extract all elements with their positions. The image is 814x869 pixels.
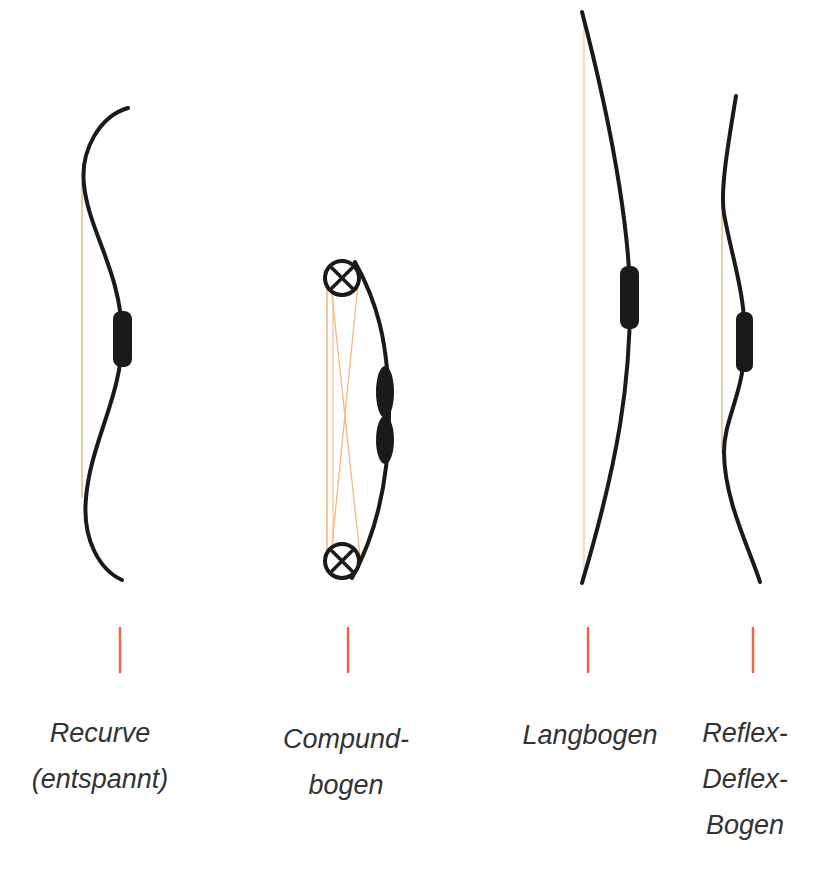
grip — [620, 266, 639, 329]
grip — [113, 311, 132, 367]
bow-label: Langbogen — [522, 712, 657, 758]
grip — [376, 366, 394, 418]
tick-marks — [120, 628, 753, 672]
grip — [736, 312, 753, 372]
bow-string — [721, 214, 723, 452]
cable — [332, 284, 333, 556]
reflex-deflex-bow — [723, 96, 760, 582]
cam-cross — [332, 268, 352, 288]
bow-string — [326, 282, 328, 558]
bow-label: Recurve (entspannt) — [32, 710, 169, 802]
cable — [331, 284, 358, 556]
bow-string — [583, 14, 584, 582]
grip — [376, 416, 394, 464]
cam-wheel — [325, 544, 359, 578]
cam-cross — [332, 551, 352, 571]
cam-wheel — [325, 261, 359, 295]
bow-string — [81, 183, 83, 497]
bow-label: Reflex- Deflex- Bogen — [702, 710, 788, 848]
bow-label: Compund- bogen — [283, 716, 409, 808]
